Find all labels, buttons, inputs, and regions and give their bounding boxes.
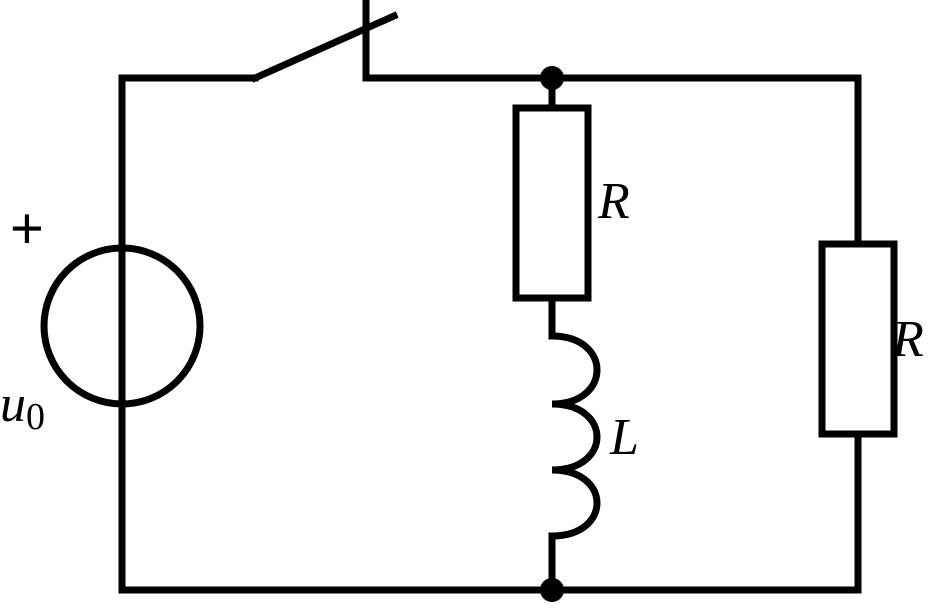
junctions	[540, 66, 564, 602]
switch-blade	[250, 11, 399, 83]
right-resistor-label: R	[891, 311, 924, 368]
circuit-wiring	[118, 0, 862, 594]
upper-resistor-body	[512, 104, 592, 302]
bottom-junction-dot	[540, 578, 564, 602]
voltage-source-symbol-main: u	[0, 376, 26, 433]
voltage-source-plus-label: +	[10, 196, 44, 261]
inductor: L	[548, 332, 639, 540]
left-wire	[118, 74, 862, 594]
voltage-source-label-main: u0	[0, 376, 45, 438]
right-resistor-body	[818, 240, 898, 438]
upper-resistor-label: R	[597, 173, 630, 230]
voltage-source: + u0	[0, 196, 204, 438]
voltage-source-symbol-sub: 0	[26, 396, 45, 438]
inductor-coil	[548, 332, 601, 540]
top-junction-dot	[540, 66, 564, 90]
upper-resistor: R	[512, 104, 630, 302]
right-resistor: R	[818, 240, 924, 438]
inductor-label: L	[609, 409, 639, 466]
